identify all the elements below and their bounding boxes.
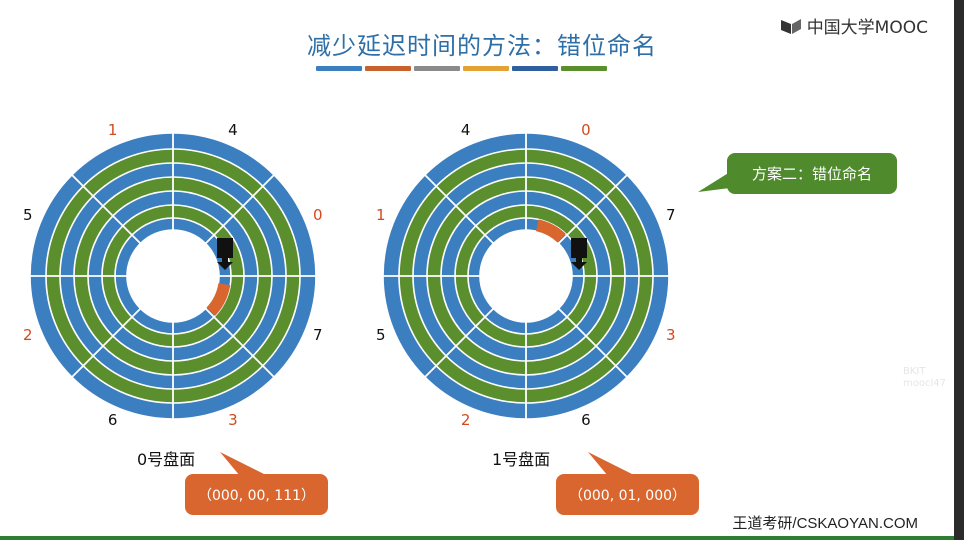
sector-divider bbox=[557, 307, 628, 378]
scheme-callout-tail bbox=[698, 172, 730, 192]
brand-name: 中国大学MOOC bbox=[806, 18, 928, 38]
window-side-strip bbox=[954, 0, 964, 540]
sector-number-label: 1 bbox=[107, 120, 118, 139]
track-separator bbox=[126, 229, 220, 323]
address-callout-1: （000, 01, 000） bbox=[556, 474, 699, 515]
read-write-head-icon bbox=[571, 238, 587, 270]
sector-number-label: 7 bbox=[666, 205, 676, 224]
title-color-bar bbox=[316, 66, 362, 71]
sector-number-label: 3 bbox=[666, 326, 676, 345]
title-color-bar bbox=[463, 66, 509, 71]
sector-number-label: 6 bbox=[107, 411, 118, 430]
sector-divider bbox=[71, 174, 142, 245]
scheme-callout: 方案二：错位命名 bbox=[727, 153, 897, 194]
mooc-book-icon bbox=[780, 18, 801, 34]
sector-number-label: 3 bbox=[228, 411, 238, 430]
title-color-bar bbox=[414, 66, 460, 71]
sector-number-label: 0 bbox=[581, 120, 591, 139]
target-sector-highlight bbox=[536, 219, 566, 243]
disk-surface-0 bbox=[29, 132, 317, 420]
sector-number-label: 4 bbox=[460, 120, 471, 139]
sector-number-label: 2 bbox=[460, 411, 471, 430]
sector-number-label: 5 bbox=[22, 205, 33, 224]
target-sector-highlight bbox=[206, 283, 231, 316]
sector-divider bbox=[204, 307, 275, 378]
address-callout-0: （000, 00, 111） bbox=[185, 474, 328, 515]
footer-line bbox=[0, 536, 964, 540]
sector-number-label: 7 bbox=[313, 326, 323, 345]
surface-label-1: 1号盘面 bbox=[492, 450, 551, 469]
sector-number-label: 0 bbox=[313, 205, 323, 224]
sector-divider bbox=[424, 307, 495, 378]
title-color-bar bbox=[561, 66, 607, 71]
slide-title: 减少延迟时间的方法：错位命名 bbox=[307, 32, 657, 60]
title-color-bar bbox=[512, 66, 558, 71]
title-color-bar bbox=[365, 66, 411, 71]
sector-divider bbox=[557, 174, 628, 245]
mooc-logo: 中国大学MOOC bbox=[780, 13, 928, 38]
track-separator bbox=[479, 229, 573, 323]
surface-label-0: 0号盘面 bbox=[137, 450, 196, 469]
callout-tail-0 bbox=[220, 452, 268, 476]
sector-number-label: 1 bbox=[375, 205, 386, 224]
sector-divider bbox=[424, 174, 495, 245]
sector-divider bbox=[204, 174, 275, 245]
watermark: BKIT moocl47 bbox=[903, 366, 946, 389]
sector-divider bbox=[71, 307, 142, 378]
sector-number-label: 6 bbox=[581, 411, 591, 430]
footer-text: 王道考研/CSKAOYAN.COM bbox=[732, 515, 918, 532]
sector-number-label: 5 bbox=[375, 326, 386, 345]
sector-number-label: 4 bbox=[228, 120, 238, 139]
sector-number-label: 2 bbox=[22, 326, 33, 345]
read-write-head-icon bbox=[217, 238, 233, 270]
callout-tail-1 bbox=[588, 452, 636, 476]
disk-surface-1 bbox=[382, 132, 670, 420]
